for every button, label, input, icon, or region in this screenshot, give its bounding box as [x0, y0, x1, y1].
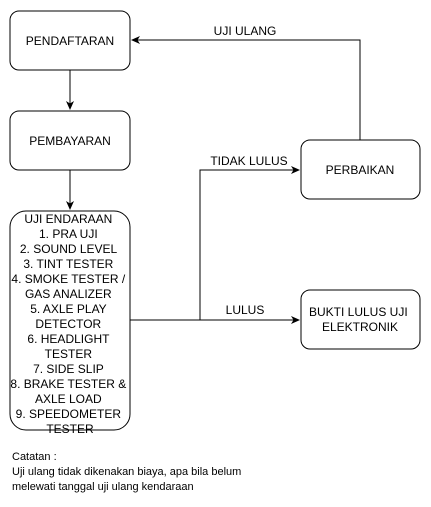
edge-perbaikan-to-pendaftaran — [131, 36, 361, 140]
uji-line-7: DETECTOR — [35, 317, 101, 331]
uji-line-2: 2. SOUND LEVEL — [20, 242, 118, 256]
uji-line-13: 9. SPEEDOMETER — [16, 407, 122, 421]
uji-line-5: GAS ANALIZER — [25, 287, 112, 301]
note-line-2: melewati tanggal uji ulang kendaraan — [12, 481, 194, 493]
node-pendaftaran-label: PENDAFTARAN — [26, 34, 114, 48]
uji-line-12: AXLE LOAD — [35, 392, 102, 406]
uji-line-9: TESTER — [45, 347, 93, 361]
edge-uji-to-perbaikan — [199, 166, 300, 320]
uji-line-11: 8. BRAKE TESTER & — [10, 377, 126, 391]
bukti-line-1: ELEKTRONIK — [322, 320, 398, 334]
edge-label-lulus: LULUS — [226, 303, 265, 317]
note-title: Catatan : — [12, 451, 57, 463]
uji-line-6: 5. AXLE PLAY — [30, 302, 106, 316]
node-bukti-lulus-label: BUKTI LULUS UJI ELEKTRONIK — [309, 305, 411, 334]
uji-line-8: 6. HEADLIGHT — [27, 332, 110, 346]
note-block: Catatan : Uji ulang tidak dikenakan biay… — [12, 450, 241, 495]
bukti-line-0: BUKTI LULUS UJI — [309, 305, 408, 319]
node-pembayaran-label: PEMBAYARAN — [29, 134, 111, 148]
node-bukti-lulus-box — [300, 289, 421, 350]
uji-line-3: 3. TINT TESTER — [23, 257, 113, 271]
uji-line-10: 7. SIDE SLIP — [33, 362, 104, 376]
uji-line-0: UJI ENDARAAN — [24, 212, 112, 226]
edge-label-tidak-lulus: TIDAK LULUS — [210, 154, 287, 168]
note-line-1: Uji ulang tidak dikenakan biaya, apa bil… — [12, 466, 242, 478]
edge-label-uji-ulang: UJI ULANG — [214, 24, 277, 38]
uji-line-1: 1. PRA UJI — [39, 227, 98, 241]
node-perbaikan-label: PERBAIKAN — [326, 163, 395, 177]
node-uji-kendaraan-label: UJI ENDARAAN 1. PRA UJI 2. SOUND LEVEL 3… — [10, 212, 129, 436]
uji-line-14: TESTER — [46, 422, 94, 436]
uji-line-4: 4. SMOKE TESTER / — [11, 272, 125, 286]
